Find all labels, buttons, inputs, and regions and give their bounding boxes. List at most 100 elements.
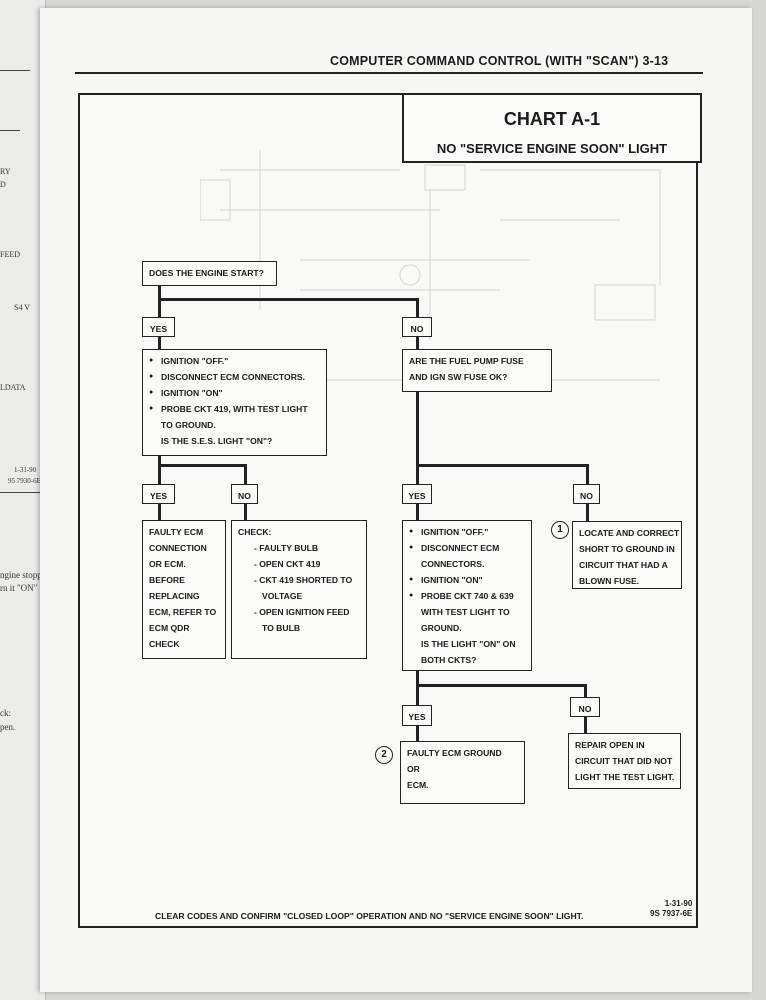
result-text: CIRCUIT THAT DID NOT bbox=[575, 756, 673, 766]
result-text: FAULTY ECM GROUND bbox=[407, 748, 502, 758]
no-label: NO bbox=[570, 697, 600, 717]
connector-line bbox=[158, 285, 161, 319]
chart-title-box: CHART A-1 NO "SERVICE ENGINE SOON" LIGHT bbox=[402, 93, 702, 163]
result-text: REPLACING bbox=[149, 591, 200, 601]
check-item: VOLTAGE bbox=[262, 591, 303, 601]
step-text: IS THE LIGHT "ON" ON bbox=[421, 639, 516, 649]
probe-ckt-box: IGNITION "OFF." DISCONNECT ECM CONNECTOR… bbox=[402, 520, 532, 671]
step-text: BOTH CKTS? bbox=[421, 655, 477, 665]
result-text: BLOWN FUSE. bbox=[579, 576, 640, 586]
step-text: TO GROUND. bbox=[161, 420, 216, 430]
connector-line bbox=[158, 503, 161, 521]
result-text: ECM QDR bbox=[149, 623, 190, 633]
result-text: LOCATE AND CORRECT bbox=[579, 528, 680, 538]
yes-label: YES bbox=[402, 484, 432, 504]
result-text: ECM. bbox=[407, 780, 429, 790]
prev-page-text: D bbox=[0, 180, 6, 189]
step-text: IS THE S.E.S. LIGHT "ON"? bbox=[161, 436, 273, 446]
header-rule bbox=[75, 72, 703, 74]
check-list-box: CHECK: - FAULTY BULB - OPEN CKT 419 - CK… bbox=[231, 520, 367, 659]
connector-line bbox=[158, 298, 418, 301]
step-text: GROUND. bbox=[421, 623, 462, 633]
chart-title: CHART A-1 bbox=[503, 109, 601, 129]
result-text: SHORT TO GROUND IN bbox=[579, 544, 675, 554]
prev-page-text: 95 7930-6E bbox=[8, 477, 41, 485]
document-code: 1-31-90 9S 7937-6E bbox=[650, 899, 692, 919]
check-item: - OPEN IGNITION FEED bbox=[254, 607, 350, 617]
connector-line bbox=[244, 464, 247, 484]
repair-open-box: REPAIR OPEN IN CIRCUIT THAT DID NOT LIGH… bbox=[568, 733, 681, 789]
start-question: DOES THE ENGINE START? bbox=[149, 268, 264, 278]
connector-line bbox=[416, 684, 586, 687]
check-item: - CKT 419 SHORTED TO bbox=[254, 575, 353, 585]
result-text: ECM, REFER TO bbox=[149, 607, 217, 617]
step-number: 2 bbox=[375, 746, 393, 764]
fuse-question-box: ARE THE FUEL PUMP FUSE AND IGN SW FUSE O… bbox=[402, 349, 552, 392]
footer-note: CLEAR CODES AND CONFIRM "CLOSED LOOP" OP… bbox=[155, 911, 584, 921]
prev-page-text: ngine stoppe bbox=[0, 570, 46, 580]
prev-page-text: rn it "ON" bbox=[0, 583, 38, 593]
yes-label: YES bbox=[142, 317, 175, 337]
connector-line bbox=[416, 670, 419, 706]
check-item: TO BULB bbox=[262, 623, 301, 633]
result-text: OR bbox=[407, 764, 420, 774]
chart-subtitle: NO "SERVICE ENGINE SOON" LIGHT bbox=[436, 141, 668, 156]
connector-line bbox=[416, 464, 588, 467]
check-item: - FAULTY BULB bbox=[254, 543, 319, 553]
result-text: LIGHT THE TEST LIGHT. bbox=[575, 772, 675, 782]
no-label: NO bbox=[573, 484, 600, 504]
prev-page-text: 1-31-90 bbox=[14, 466, 37, 474]
prev-page-text: FEED bbox=[0, 250, 20, 259]
connector-line bbox=[416, 298, 419, 318]
connector-line bbox=[586, 464, 589, 484]
prev-page-text: RY bbox=[0, 167, 11, 176]
yes-label: YES bbox=[142, 484, 175, 504]
prev-page-text: LDATA bbox=[0, 383, 26, 392]
running-header: COMPUTER COMMAND CONTROL (WITH "SCAN") 3… bbox=[330, 54, 669, 68]
step-text: IGNITION "ON" bbox=[149, 385, 320, 401]
step-text: PROBE CKT 419, WITH TEST LIGHT bbox=[149, 401, 320, 417]
prev-page-text: ck: bbox=[0, 708, 11, 718]
faulty-ecm-connection-box: FAULTY ECM CONNECTION OR ECM. BEFORE REP… bbox=[142, 520, 226, 659]
bleed-through-diagram bbox=[200, 150, 661, 381]
prev-page-line bbox=[0, 70, 30, 71]
faulty-ecm-ground-box: FAULTY ECM GROUND OR ECM. bbox=[400, 741, 525, 804]
question-text: ARE THE FUEL PUMP FUSE bbox=[409, 356, 524, 366]
yes-label: YES bbox=[402, 705, 432, 726]
check-item: - OPEN CKT 419 bbox=[254, 559, 321, 569]
step-number: 1 bbox=[551, 521, 569, 539]
document-date: 1-31-90 bbox=[664, 899, 693, 908]
step-text: PROBE CKT 740 & 639 bbox=[409, 588, 525, 604]
result-text: REPAIR OPEN IN bbox=[575, 740, 645, 750]
connector-line bbox=[244, 503, 247, 521]
connector-line bbox=[416, 725, 419, 742]
document-number: 9S 7937-6E bbox=[650, 909, 693, 918]
result-text: CONNECTION bbox=[149, 543, 207, 553]
connector-line bbox=[584, 684, 587, 698]
step-text: IGNITION "OFF." bbox=[149, 353, 320, 369]
step-text: CONNECTORS. bbox=[421, 559, 485, 569]
connector-line bbox=[416, 336, 419, 350]
prev-page-text: pen. bbox=[0, 722, 16, 732]
step-text: DISCONNECT ECM CONNECTORS. bbox=[149, 369, 320, 385]
step-text: IGNITION "OFF." bbox=[409, 524, 525, 540]
start-question-box: DOES THE ENGINE START? bbox=[142, 261, 277, 286]
result-text: OR ECM. bbox=[149, 559, 186, 569]
connector-line bbox=[584, 716, 587, 734]
result-text: CHECK bbox=[149, 639, 180, 649]
no-label: NO bbox=[402, 317, 432, 337]
question-text: AND IGN SW FUSE OK? bbox=[409, 372, 508, 382]
connector-line bbox=[416, 391, 419, 485]
connector-line bbox=[158, 455, 161, 485]
ignition-probe-box: IGNITION "OFF." DISCONNECT ECM CONNECTOR… bbox=[142, 349, 327, 456]
prev-page-line bbox=[0, 130, 20, 131]
no-label: NO bbox=[231, 484, 258, 504]
connector-line bbox=[158, 464, 246, 467]
locate-short-box: LOCATE AND CORRECT SHORT TO GROUND IN CI… bbox=[572, 521, 682, 589]
result-text: BEFORE bbox=[149, 575, 185, 585]
prev-page-text: S4 V bbox=[14, 303, 31, 312]
check-title: CHECK: bbox=[238, 527, 272, 537]
step-text: IGNITION "ON" bbox=[409, 572, 525, 588]
connector-line bbox=[416, 503, 419, 521]
step-text: WITH TEST LIGHT TO bbox=[421, 607, 510, 617]
